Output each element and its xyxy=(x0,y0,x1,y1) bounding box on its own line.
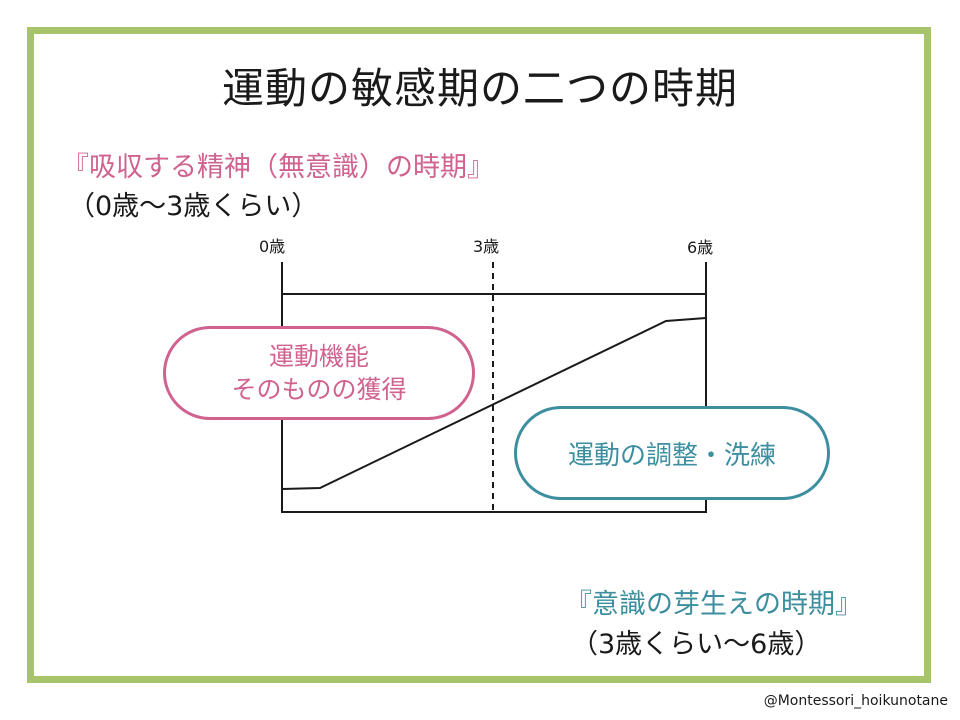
age-label-0: 0歳 xyxy=(259,237,286,256)
motor-acquisition-line2: そのものの獲得 xyxy=(231,375,407,404)
development-curve xyxy=(281,317,707,490)
age-label-6: 6歳 xyxy=(687,238,714,257)
conscious-period-title: 『意識の芽生えの時期』 xyxy=(565,589,862,620)
motor-acquisition-label: 運動機能 そのものの獲得 xyxy=(163,326,475,420)
credit-handle: @Montessori_hoikunotane xyxy=(763,693,948,709)
motor-acquisition-line1: 運動機能 xyxy=(268,342,369,371)
absorbent-period-title: 『吸収する精神（無意識）の時期』 xyxy=(62,152,494,183)
slide-frame xyxy=(27,27,931,683)
age-label-3: 3歳 xyxy=(473,237,500,256)
slide-title: 運動の敏感期の二つの時期 xyxy=(221,64,738,113)
motor-refinement-text: 運動の調整・洗練 xyxy=(567,440,776,471)
conscious-period-range: （3歳くらい〜6歳） xyxy=(571,629,822,660)
absorbent-period-range: （0歳〜3歳くらい） xyxy=(68,191,319,222)
motor-refinement-label: 運動の調整・洗練 xyxy=(514,406,830,500)
